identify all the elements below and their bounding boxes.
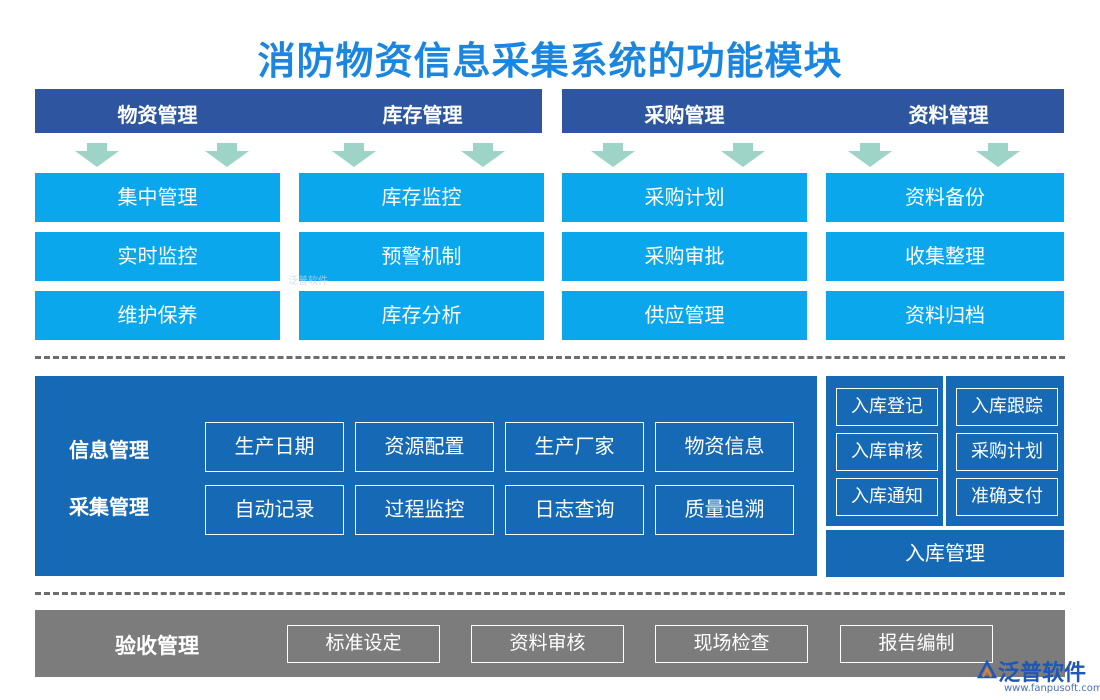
module-cell: 实时监控 — [35, 232, 280, 281]
inbound-box: 入库通知 — [836, 478, 938, 516]
module-cell: 集中管理 — [35, 173, 280, 222]
module-cell: 预警机制 — [299, 232, 544, 281]
collection-management-label: 采集管理 — [69, 495, 149, 519]
acceptance-box: 现场检查 — [655, 625, 808, 663]
module-cell: 供应管理 — [562, 291, 807, 340]
module-cell: 收集整理 — [826, 232, 1064, 281]
collection-box: 过程监控 — [355, 485, 494, 535]
header-purchase: 采购管理 — [644, 103, 725, 127]
collection-box: 自动记录 — [205, 485, 344, 535]
module-cell: 库存分析 — [299, 291, 544, 340]
info-box: 物资信息 — [655, 422, 794, 472]
module-cell: 采购计划 — [562, 173, 807, 222]
header-documents: 资料管理 — [908, 103, 989, 127]
header-stock: 库存管理 — [382, 103, 463, 127]
logo-url: www.fanpusoft.com — [1004, 683, 1100, 694]
acceptance-box: 报告编制 — [840, 625, 993, 663]
module-cell: 维护保养 — [35, 291, 280, 340]
acceptance-management-label: 验收管理 — [115, 634, 199, 658]
info-box: 资源配置 — [355, 422, 494, 472]
logo-name: 泛普软件 — [998, 661, 1087, 686]
module-cell: 资料归档 — [826, 291, 1064, 340]
acceptance-panel: 验收管理 标准设定 资料审核 现场检查 报告编制 — [35, 610, 1065, 677]
inbound-box: 入库登记 — [836, 388, 938, 426]
logo-icon — [976, 659, 998, 679]
info-management-label: 信息管理 — [69, 438, 149, 462]
inbound-box: 入库跟踪 — [956, 388, 1058, 426]
inbound-panel-right: 入库跟踪 采购计划 准确支付 — [946, 376, 1064, 526]
inbound-box: 入库审核 — [836, 433, 938, 471]
info-box: 生产厂家 — [505, 422, 644, 472]
inbound-box: 采购计划 — [956, 433, 1058, 471]
collection-box: 日志查询 — [505, 485, 644, 535]
module-cell: 采购审批 — [562, 232, 807, 281]
acceptance-box: 标准设定 — [287, 625, 440, 663]
info-collection-panel: 信息管理 采集管理 生产日期 资源配置 生产厂家 物资信息 自动记录 过程监控 … — [35, 376, 817, 576]
info-box: 生产日期 — [205, 422, 344, 472]
inbound-panel-left: 入库登记 入库审核 入库通知 — [826, 376, 943, 526]
watermark-logo: 泛普软件 — [288, 276, 328, 287]
module-cell: 库存监控 — [299, 173, 544, 222]
header-bar-right: 采购管理 资料管理 — [562, 89, 1064, 133]
acceptance-box: 资料审核 — [471, 625, 624, 663]
header-inventory-materials: 物资管理 — [117, 103, 198, 127]
page-title: 消防物资信息采集系统的功能模块 — [257, 39, 843, 83]
inbound-management-label: 入库管理 — [826, 530, 1064, 577]
brand-logo: 泛普软件 www.fanpusoft.com — [976, 655, 1100, 695]
collection-box: 质量追溯 — [655, 485, 794, 535]
header-bar-left: 物资管理 库存管理 — [35, 89, 542, 133]
divider — [35, 592, 1065, 595]
module-cell: 资料备份 — [826, 173, 1064, 222]
inbound-box: 准确支付 — [956, 478, 1058, 516]
divider — [35, 356, 1065, 359]
